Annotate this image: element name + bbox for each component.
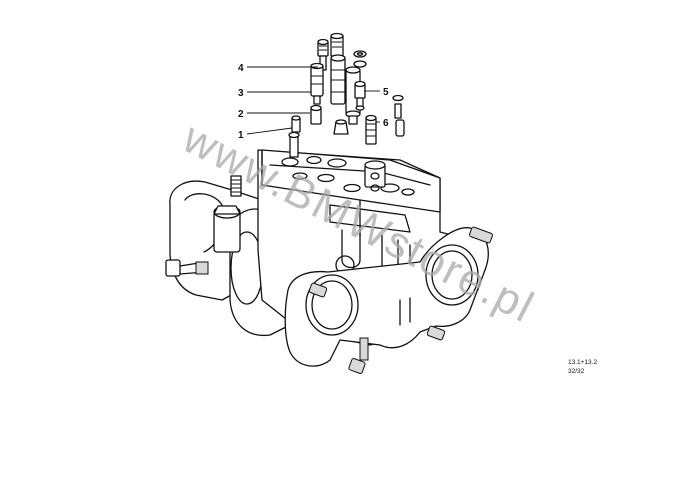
- intake-flange: [284, 226, 493, 374]
- callout-label: 2: [238, 109, 244, 120]
- part-5-pump-valve: [353, 50, 367, 111]
- callout-3: 3: [238, 88, 311, 99]
- flange-stud-1: [308, 282, 328, 298]
- idle-screw: [230, 175, 242, 197]
- reference-code: 13.1+13.2 32/32: [568, 359, 597, 375]
- callout-label: 5: [383, 87, 389, 98]
- part-6-needle-valve: [333, 114, 377, 145]
- part-1-screw: [291, 115, 301, 133]
- part-4-jet: [317, 32, 344, 71]
- accelerator-nozzle: [345, 66, 361, 125]
- reference-line-1: 13.1+13.2: [568, 359, 597, 366]
- right-small-parts: [392, 94, 405, 137]
- flange-stud-2: [348, 337, 369, 374]
- exploded-parts: [291, 32, 405, 145]
- flange-stud-4: [469, 226, 493, 244]
- callout-1: 1: [238, 127, 293, 141]
- callout-label: 4: [238, 63, 244, 74]
- callout-4: 4: [238, 63, 318, 74]
- part-2-valve: [310, 104, 322, 125]
- callout-5: 5: [364, 87, 389, 98]
- callout-6: 6: [376, 118, 389, 129]
- callout-label: 3: [238, 88, 244, 99]
- callout-label: 6: [383, 118, 389, 129]
- mount-bolt-left: [165, 259, 209, 277]
- flange-stud-3: [426, 325, 446, 341]
- part-3-emulsion-tube: [310, 54, 346, 105]
- callout-2: 2: [238, 109, 310, 120]
- callout-label: 1: [238, 130, 244, 141]
- reference-line-2: 32/32: [568, 368, 585, 375]
